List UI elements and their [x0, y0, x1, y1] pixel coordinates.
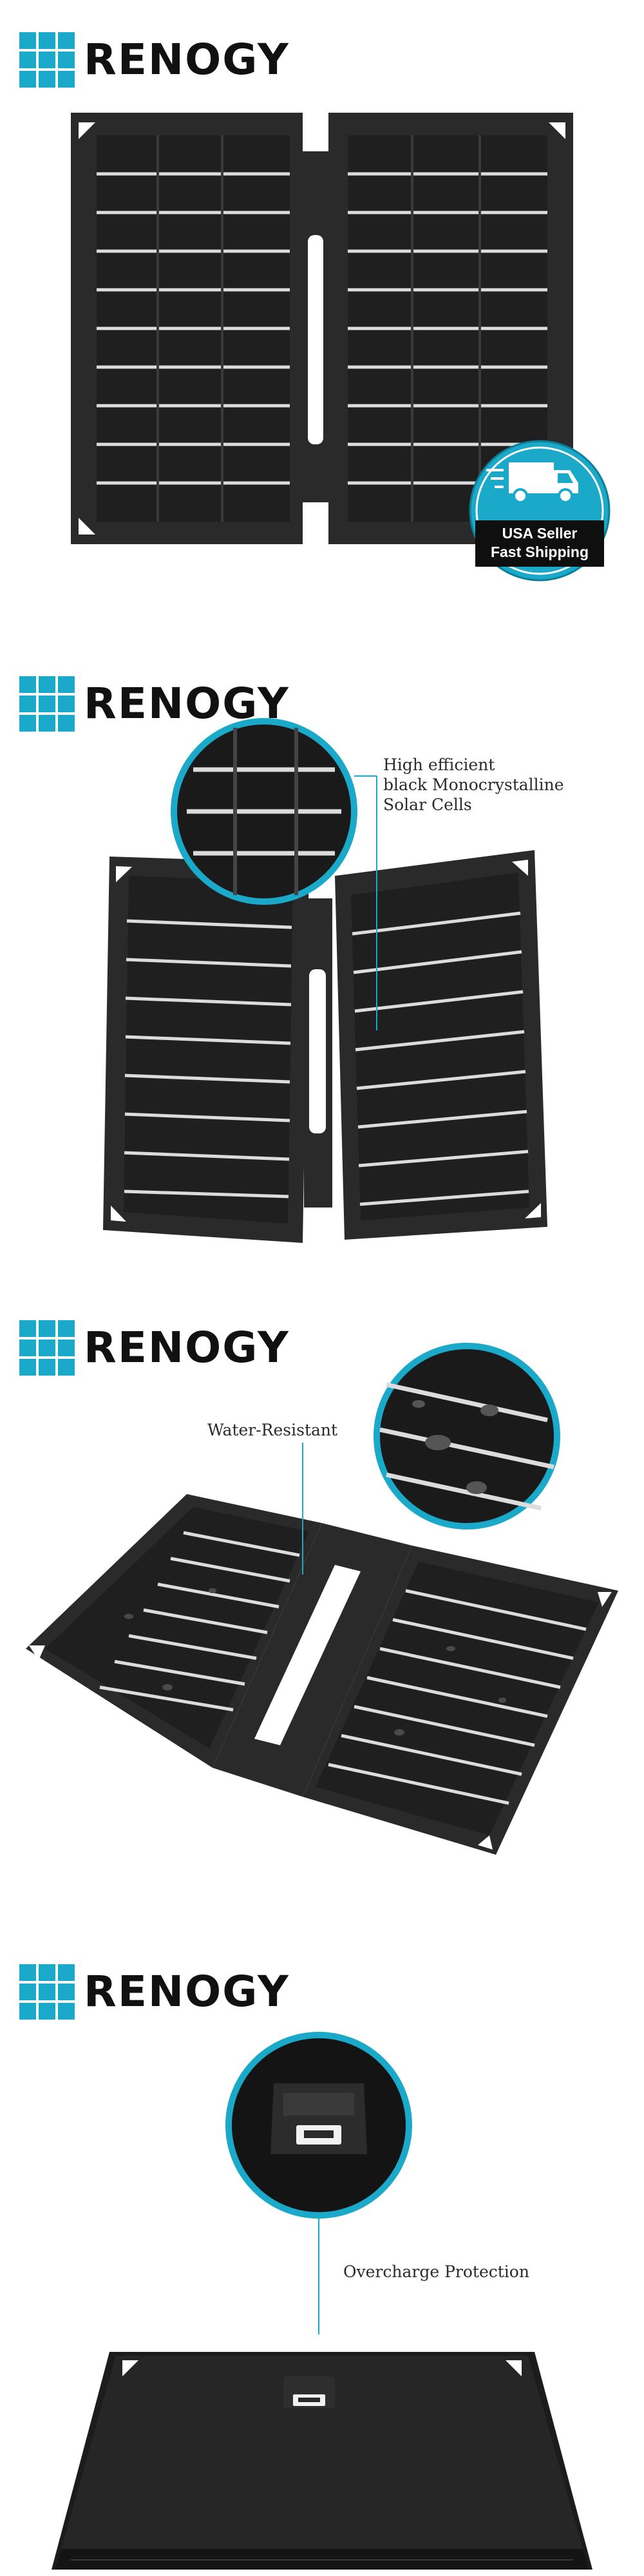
solar-panel-front — [71, 113, 611, 582]
product-image-usb: RENOGY Overcharge Protection — [0, 1932, 644, 2576]
delivery-truck-icon — [486, 462, 578, 504]
usb-module — [283, 2376, 335, 2409]
callout-cells-line-3: Solar Cells — [383, 795, 472, 814]
callout-water-resistant: Water-Resistant — [207, 1421, 338, 1439]
renogy-logo: RENOGY — [19, 32, 290, 88]
renogy-grid-icon — [19, 32, 75, 88]
renogy-logo: RENOGY — [19, 1320, 290, 1376]
brand-name: RENOGY — [84, 1967, 290, 2016]
usb-zoom-circle — [225, 2032, 412, 2219]
product-image-water-resistant: RENOGY — [0, 1288, 644, 1932]
product-image-cells: RENOGY — [0, 644, 644, 1288]
solar-panel-folded — [52, 2032, 592, 2570]
brand-name: RENOGY — [84, 1323, 290, 1372]
renogy-grid-icon — [19, 1964, 75, 2020]
brand-name: RENOGY — [84, 35, 290, 84]
cells-zoom-circle — [171, 718, 357, 905]
brand-name: RENOGY — [84, 679, 290, 728]
callout-cells-line-2: black Monocrystalline — [383, 775, 564, 794]
callout-overcharge-protection: Overcharge Protection — [343, 2262, 529, 2281]
usa-seller-badge — [469, 440, 611, 582]
badge-line-2: Fast Shipping — [490, 544, 589, 560]
renogy-logo: RENOGY — [19, 1964, 290, 2020]
solar-panel-wet — [26, 1343, 618, 1855]
water-zoom-circle — [374, 1343, 560, 1530]
callout-cells-line-1: High efficient — [383, 755, 495, 774]
badge-line-1: USA Seller — [502, 525, 578, 542]
renogy-logo: RENOGY — [19, 676, 290, 732]
solar-panel-cells — [103, 718, 547, 1243]
renogy-grid-icon — [19, 676, 75, 732]
product-image-front: RENOGY — [0, 0, 644, 644]
renogy-grid-icon — [19, 1320, 75, 1376]
